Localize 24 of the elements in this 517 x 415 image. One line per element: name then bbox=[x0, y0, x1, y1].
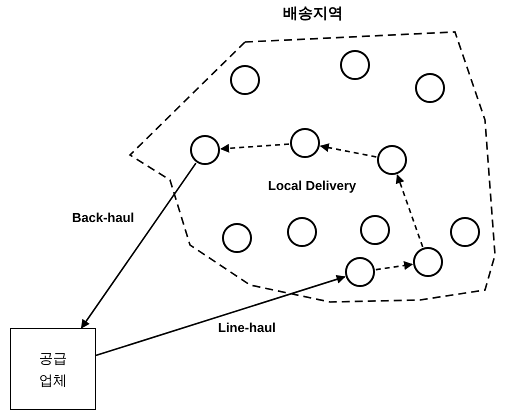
location-circle bbox=[340, 50, 370, 80]
location-circle bbox=[377, 145, 407, 175]
arrow bbox=[96, 274, 346, 356]
location-circle bbox=[415, 73, 445, 103]
location-circle bbox=[450, 217, 480, 247]
supplier-label: 공급업체 bbox=[38, 348, 68, 390]
location-circle bbox=[413, 247, 443, 277]
area-heading: 배송지역 bbox=[283, 4, 343, 23]
location-circle bbox=[222, 223, 252, 253]
location-circle bbox=[360, 215, 390, 245]
edge-label: Line-haul bbox=[218, 320, 276, 335]
location-circle bbox=[345, 257, 375, 287]
location-circle bbox=[230, 65, 260, 95]
edge-label: Back-haul bbox=[72, 210, 134, 225]
arrow bbox=[80, 162, 197, 329]
location-circle bbox=[190, 135, 220, 165]
route-label: Local Delivery bbox=[268, 178, 356, 193]
dashed-arrow bbox=[320, 143, 376, 158]
dashed-arrow bbox=[376, 261, 414, 270]
location-circle bbox=[287, 217, 317, 247]
supplier-box bbox=[10, 328, 96, 410]
dashed-arrow bbox=[396, 174, 424, 248]
dashed-arrow bbox=[220, 143, 290, 153]
location-circle bbox=[290, 128, 320, 158]
